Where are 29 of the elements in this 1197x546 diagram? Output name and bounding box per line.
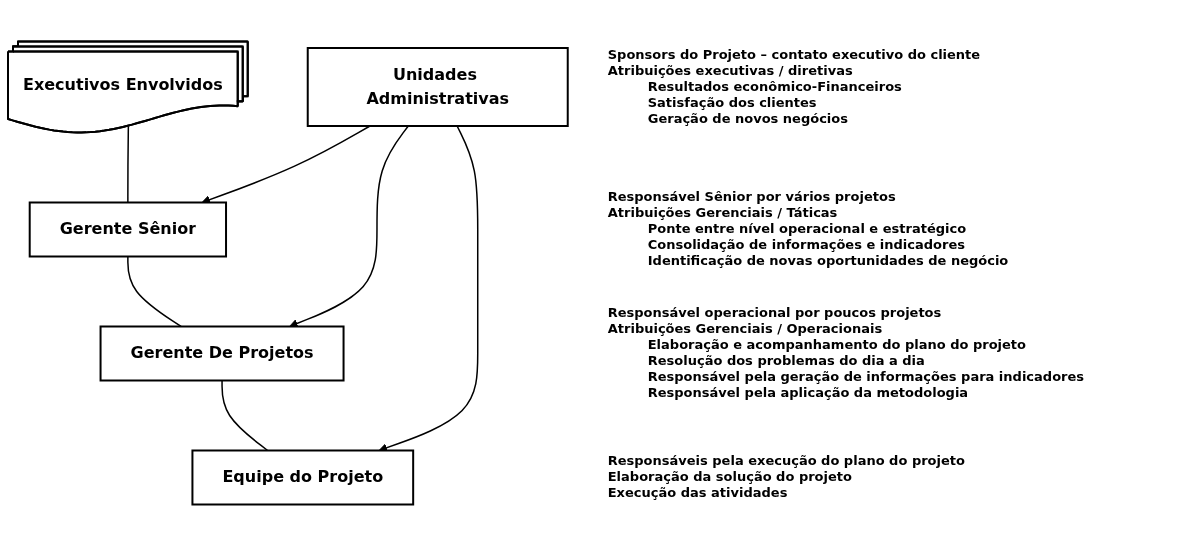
node-note: Resolução dos problemas do dia a dia bbox=[646, 353, 926, 370]
node-box: Equipe do Projeto bbox=[191, 449, 415, 506]
node-note: Identificação de novas oportunidades de negócio bbox=[646, 253, 1009, 270]
node-box: Unidades Administrativas bbox=[306, 47, 569, 127]
arrow bbox=[201, 125, 371, 204]
node-note: Responsável Sênior por vários projetos bbox=[607, 189, 897, 206]
node-note: Resultados econômico-Financeiros bbox=[646, 79, 903, 95]
arrow bbox=[289, 125, 410, 328]
connector bbox=[127, 255, 182, 328]
node-note: Atribuições Gerenciais / Táticas bbox=[607, 205, 839, 222]
node-note: Responsável pela geração de informações para indicadores bbox=[646, 369, 1085, 386]
arrow bbox=[378, 125, 479, 452]
node-note: Geração de novos negócios bbox=[646, 111, 849, 127]
node-note: Responsáveis pela execução do plano do projeto bbox=[607, 453, 965, 470]
node-note: Responsável pela aplicação da metodologia bbox=[646, 385, 970, 402]
node-note: Elaboração e acompanhamento do plano do projeto bbox=[646, 337, 1027, 354]
node-note: Atribuições executivas / diretivas bbox=[607, 63, 854, 79]
node-note: Sponsors do Projeto – contato executivo do cliente bbox=[607, 47, 981, 63]
connector bbox=[221, 379, 269, 452]
node-note: Responsável operacional por poucos projetos bbox=[607, 305, 943, 322]
node-box: Gerente Sênior bbox=[28, 201, 228, 258]
node-note: Ponte entre nível operacional e estratégico bbox=[646, 221, 968, 238]
node-note: Consolidação de informações e indicadores bbox=[646, 237, 966, 254]
node-note: Execução das atividades bbox=[607, 485, 789, 502]
node-note: Atribuições Gerenciais / Operacionais bbox=[607, 321, 884, 338]
node-note: Elaboração da solução do projeto bbox=[607, 469, 853, 486]
node-note: Satisfação dos clientes bbox=[646, 95, 818, 111]
node-box: Gerente De Projetos bbox=[99, 325, 345, 382]
connector bbox=[127, 125, 130, 204]
